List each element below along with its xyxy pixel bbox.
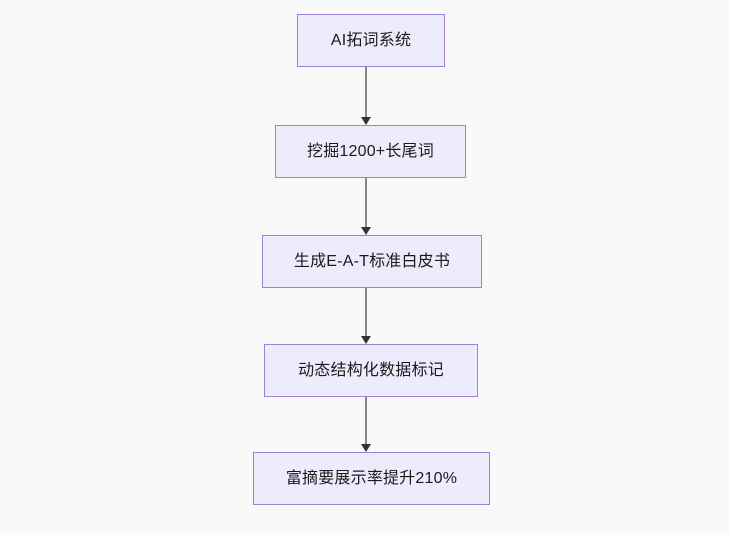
flow-node-3-label: 生成E-A-T标准白皮书 (293, 252, 451, 270)
flow-node-3[interactable]: 生成E-A-T标准白皮书 (262, 235, 482, 288)
flow-node-5-label: 富摘要展示率提升210% (285, 469, 458, 487)
flow-edge-1-arrowhead-icon (360, 117, 371, 125)
flow-edge-3-line (364, 288, 367, 337)
flow-node-2-label: 挖掘1200+长尾词 (307, 142, 434, 160)
flow-node-4[interactable]: 动态结构化数据标记 (264, 344, 478, 397)
flow-edge-3-arrowhead-icon (360, 336, 371, 344)
flow-node-5[interactable]: 富摘要展示率提升210% (253, 452, 490, 505)
flow-edge-4-arrowhead-icon (360, 444, 371, 452)
flow-edge-2-arrowhead-icon (360, 227, 371, 235)
flow-edge-2-line (364, 178, 367, 228)
flow-edge-4-line (364, 397, 367, 445)
flow-edge-1-line (364, 67, 367, 118)
flow-node-4-label: 动态结构化数据标记 (298, 361, 444, 379)
flow-node-1[interactable]: AI拓词系统 (297, 14, 445, 67)
flow-node-1-label: AI拓词系统 (330, 31, 412, 49)
flow-node-2[interactable]: 挖掘1200+长尾词 (275, 125, 466, 178)
